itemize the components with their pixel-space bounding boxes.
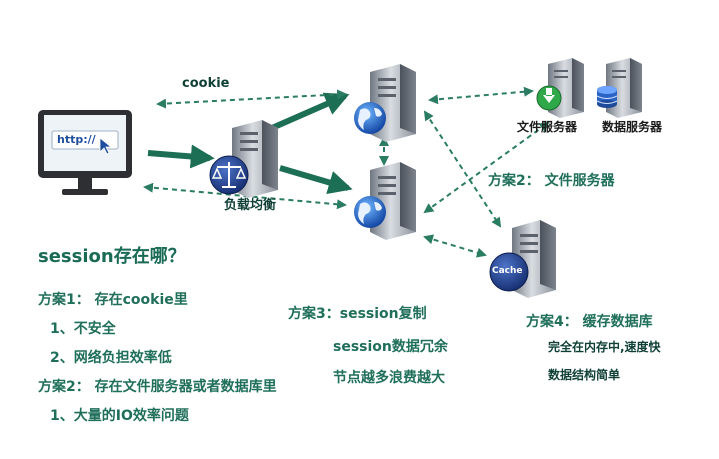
question-heading: session存在哪？ bbox=[38, 246, 186, 267]
cache-server-icon bbox=[489, 220, 556, 298]
arrow-bottom-to-file-server bbox=[423, 121, 550, 214]
file-server-label: 文件服务器 bbox=[517, 120, 578, 134]
plan4-item-2: 数据结构简单 bbox=[548, 368, 621, 382]
arrow-lb-to-server-bottom bbox=[279, 165, 353, 195]
web-server-top-icon bbox=[354, 64, 416, 142]
database-server-icon bbox=[596, 58, 642, 118]
cache-label: Cache bbox=[492, 266, 523, 276]
arrow-bottom-to-cache bbox=[423, 234, 487, 258]
arrow-lb-to-server-top bbox=[270, 92, 350, 131]
load-balancer-label: 负载均衡 bbox=[224, 198, 277, 213]
cookie-label: cookie bbox=[182, 76, 230, 91]
file-server-icon bbox=[536, 58, 584, 118]
arrow-top-to-file-server bbox=[428, 86, 534, 105]
plan1-item-2: 2、网络负担效率低 bbox=[50, 350, 172, 366]
plan2-arrow-label: 方案2： 文件服务器 bbox=[488, 173, 615, 189]
cookie-arrow bbox=[156, 89, 347, 109]
plan2-title: 方案2： 存在文件服务器或者数据库里 bbox=[38, 379, 277, 395]
arrow-browser-to-lb bbox=[147, 144, 215, 169]
db-server-label: 数据服务器 bbox=[602, 120, 663, 134]
plan4-item-1: 完全在内存中,速度快 bbox=[548, 340, 661, 354]
browser-monitor-icon bbox=[38, 110, 132, 195]
arrow-top-to-cache bbox=[423, 110, 502, 228]
browser-url-text: http:// bbox=[57, 133, 96, 146]
plan4-title: 方案4： 缓存数据库 bbox=[526, 314, 653, 330]
plan3-item-2: 节点越多浪费越大 bbox=[333, 370, 445, 386]
load-balancer-server-icon bbox=[209, 120, 278, 198]
web-server-bottom-icon bbox=[354, 162, 416, 240]
plan3-title: 方案3：session复制 bbox=[288, 306, 427, 322]
plan1-item-1: 1、不安全 bbox=[50, 321, 116, 337]
plan2-item-1: 1、大量的IO效率问题 bbox=[50, 408, 189, 424]
plan1-title: 方案1： 存在cookie里 bbox=[38, 292, 188, 308]
plan3-item-1: session数据冗余 bbox=[333, 339, 448, 355]
